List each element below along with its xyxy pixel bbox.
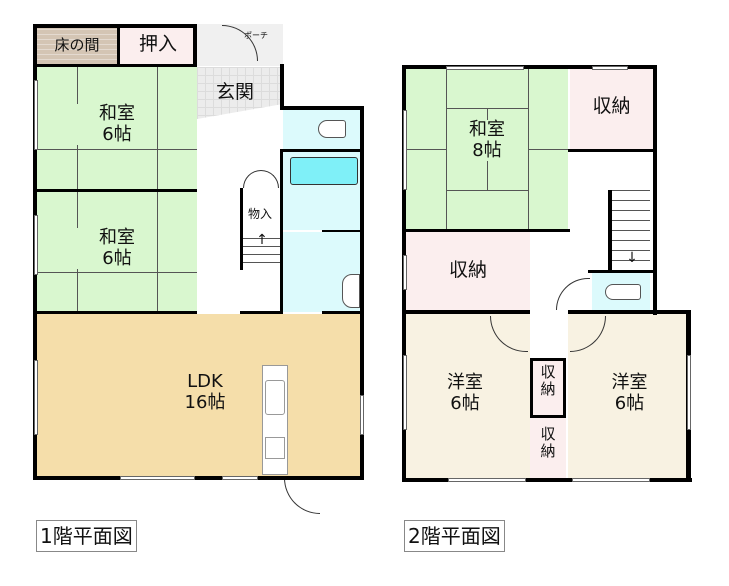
oshiire-label: 押入	[138, 33, 177, 55]
room-storage-small-2	[530, 418, 566, 478]
storage-small-1-label: 収 納	[540, 363, 556, 399]
washbasin-icon	[342, 274, 360, 308]
room-storage-mid	[406, 232, 530, 312]
room-ldk	[37, 314, 363, 476]
toilet-door-swing	[556, 278, 590, 310]
washitsu-1-label: 和室 6帖	[77, 103, 157, 146]
stairs-2f	[612, 190, 650, 270]
washitsu-2-label: 和室 6帖	[77, 227, 157, 270]
western-right-label: 洋室 6帖	[611, 372, 648, 414]
sink-icon	[265, 380, 285, 415]
bathtub-icon	[290, 157, 358, 185]
room-oshiire	[120, 28, 196, 64]
back-door-swing	[284, 478, 320, 514]
monoire-label: 物入	[247, 207, 272, 221]
storage-mid-label: 収納	[448, 259, 487, 281]
tokonoma-label: 床の間	[54, 36, 100, 54]
room-storage-small-1	[530, 358, 566, 418]
porch-label: ポーチ	[244, 31, 268, 40]
genkan-label: 玄関	[215, 81, 254, 103]
washitsu-8-label: 和室 8帖	[447, 119, 527, 162]
stairs-up-arrow-icon: ↑	[256, 232, 268, 248]
room-storage-top	[570, 69, 653, 149]
stairs-1f	[243, 232, 281, 270]
room-genkan	[197, 67, 280, 119]
floor2-caption: 2階平面図	[404, 520, 505, 552]
storage-top-label: 収納	[592, 95, 631, 117]
floor1-caption: 1階平面図	[36, 520, 137, 552]
room-tokonoma	[37, 28, 117, 64]
western-left-label: 洋室 6帖	[447, 372, 483, 414]
toilet-icon	[318, 120, 346, 138]
closet-door-swing	[243, 170, 279, 188]
toilet-icon-2f	[605, 284, 641, 300]
stove-icon	[265, 437, 285, 459]
ldk-label: LDK 16帖	[184, 371, 226, 413]
kitchen-counter	[262, 365, 288, 475]
storage-small-2-label: 収 納	[540, 425, 556, 461]
stairs-down-arrow-icon: ↓	[626, 250, 638, 266]
